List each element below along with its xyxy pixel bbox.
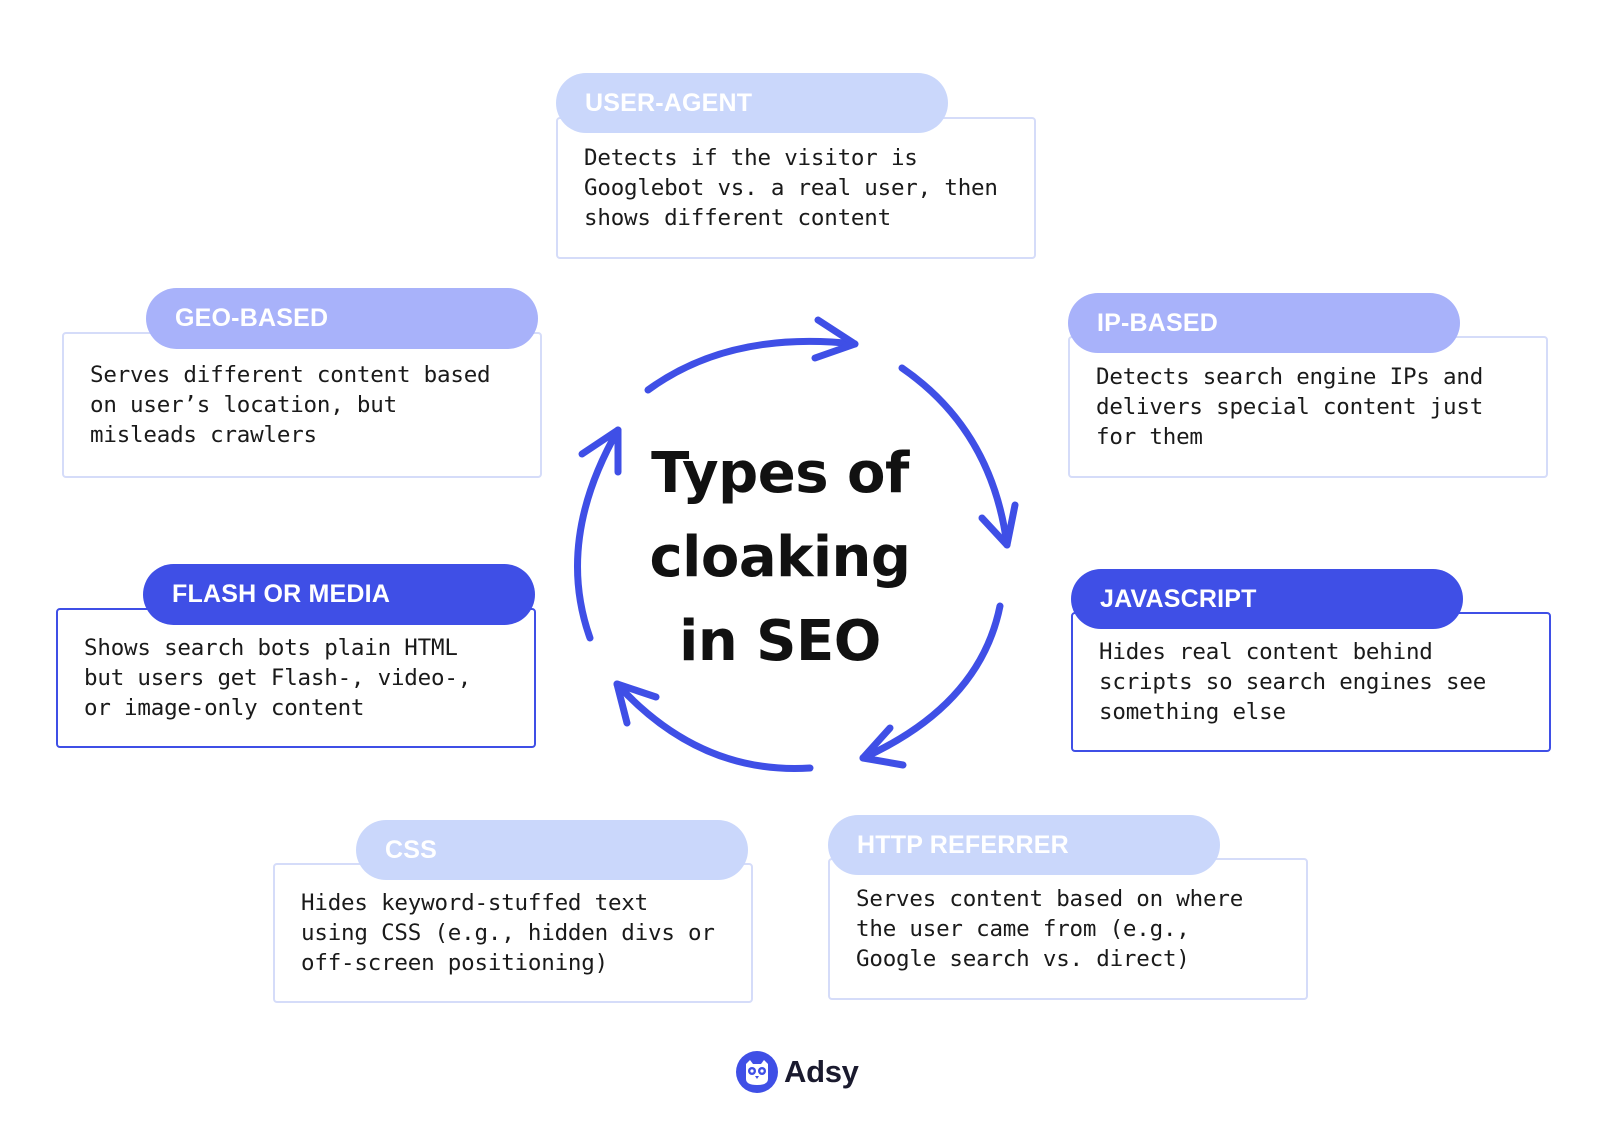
card-geo-based-box: Serves different content based on user’s… (62, 332, 542, 478)
card-javascript-tab: JAVASCRIPT (1071, 569, 1463, 629)
cycle-arrow-top (644, 337, 859, 394)
card-css-description: Hides keyword-stuffed text using CSS (e.… (301, 890, 715, 976)
card-geo-based-tab: GEO-BASED (146, 288, 538, 349)
card-css-box: Hides keyword-stuffed text using CSS (e.… (273, 863, 753, 1003)
cycle-arrow-right-lower-head (859, 724, 907, 769)
cycle-arrow-bottom-head (613, 680, 660, 727)
card-user-agent-tab: USER-AGENT (556, 73, 948, 133)
cycle-arrow-bottom (613, 680, 814, 772)
cycle-arrow-left-head (578, 426, 622, 476)
card-http-referrer-description: Serves content based on where the user c… (856, 886, 1244, 972)
cycle-arrow-top-head (811, 316, 859, 362)
title-line-3: in SEO (679, 609, 881, 674)
card-http-referrer-box: Serves content based on where the user c… (828, 858, 1308, 1000)
cycle-arrow-right-upper (898, 364, 1011, 549)
title-line-1: Types of (651, 441, 909, 506)
cycle-arrow-right-upper-head (978, 501, 1019, 549)
card-user-agent-box: Detects if the visitor is Googlebot vs. … (556, 117, 1036, 259)
card-geo-based-description: Serves different content based on user’s… (90, 362, 491, 448)
cycle-arrow-left (574, 426, 622, 642)
card-flash-or-media-box: Shows search bots plain HTML but users g… (56, 608, 536, 748)
owl-logo-icon (736, 1051, 778, 1093)
card-ip-based-description: Detects search engine IPs and delivers s… (1096, 364, 1484, 450)
card-ip-based-tab: IP-BASED (1068, 293, 1460, 353)
card-ip-based-box: Detects search engine IPs and delivers s… (1068, 336, 1548, 478)
card-javascript-box: Hides real content behind scripts so sea… (1071, 612, 1551, 752)
brand-name: Adsy (784, 1054, 859, 1089)
card-flash-or-media-tab: FLASH OR MEDIA (143, 564, 535, 625)
diagram-title: Types of cloaking in SEO (600, 432, 960, 684)
card-css-tab: CSS (356, 820, 748, 880)
brand: Adsy (736, 1050, 859, 1094)
title-line-2: cloaking (649, 525, 911, 590)
card-http-referrer-tab: HTTP REFERRER (828, 815, 1220, 875)
card-flash-or-media-description: Shows search bots plain HTML but users g… (84, 635, 472, 721)
cycle-arrow-right-lower (859, 602, 1004, 762)
card-javascript-description: Hides real content behind scripts so sea… (1099, 639, 1487, 725)
card-user-agent-description: Detects if the visitor is Googlebot vs. … (584, 145, 998, 231)
